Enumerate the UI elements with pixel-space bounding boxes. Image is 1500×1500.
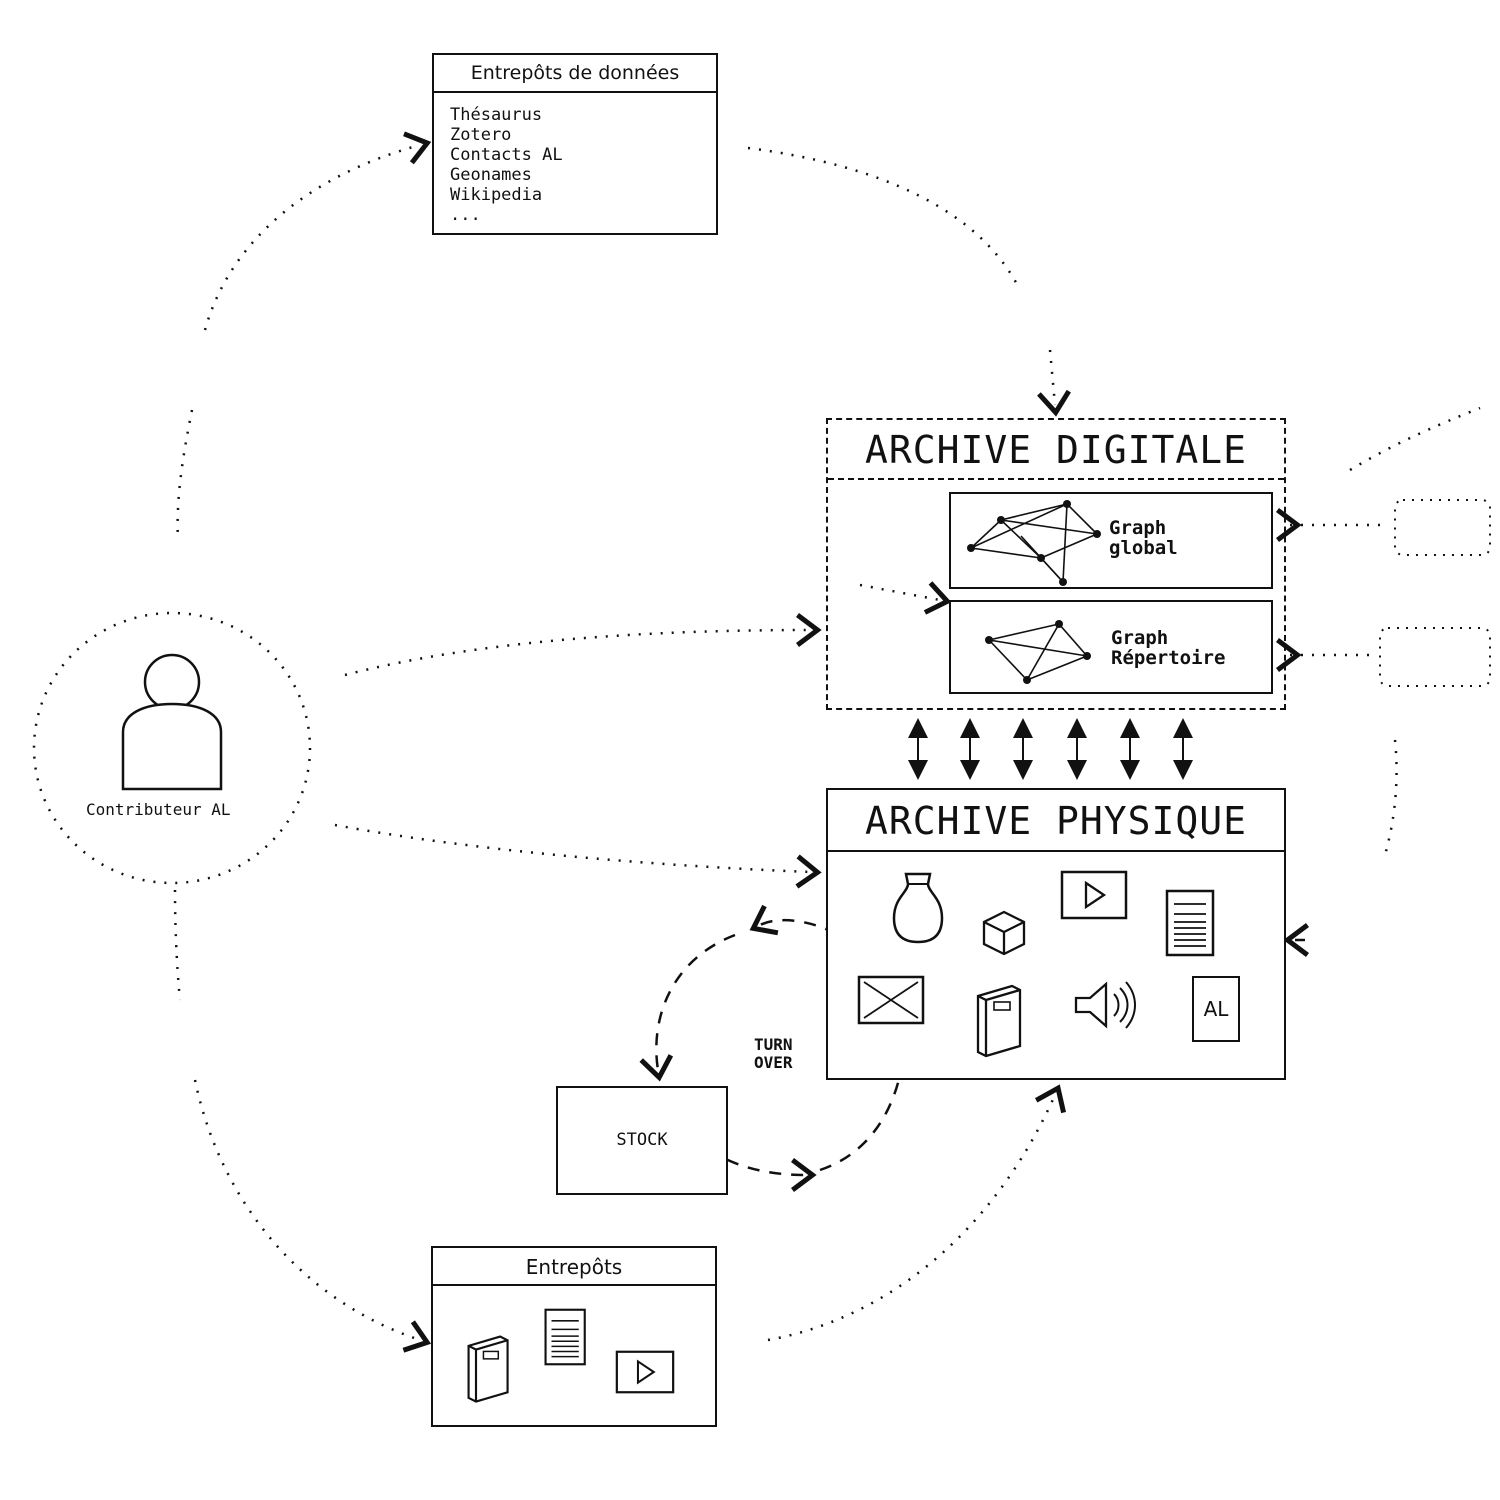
- stock-box: STOCK: [556, 1086, 728, 1195]
- archive-physique: ARCHIVE PHYSIQUE AL: [826, 788, 1286, 1080]
- graph-global-label-line2: global: [1109, 537, 1178, 559]
- document-icon: [1165, 889, 1215, 957]
- cycle-bottom-left: [193, 1079, 432, 1353]
- graph-repertoire-label: Graph Répertoire: [1111, 628, 1225, 668]
- archive-digitale: ARCHIVE DIGITALE: [826, 418, 1286, 710]
- graph-global-output-node: [1394, 499, 1491, 556]
- contributor-circle: [32, 611, 312, 885]
- graph-repertoire-label-line1: Graph: [1111, 627, 1169, 649]
- turnover-label: TURN OVER: [754, 1036, 793, 1072]
- cube-icon: [982, 910, 1026, 956]
- contributor-label: Contributeur AL: [86, 800, 231, 819]
- vase-icon: [892, 872, 944, 944]
- graph-global-label: Graph global: [1109, 518, 1178, 558]
- contributor-to-physical: [334, 823, 822, 889]
- turnover-cycle-left: [639, 933, 736, 1082]
- cycle-right-upper: [1349, 406, 1481, 472]
- image-icon: [857, 975, 925, 1025]
- video-icon: [615, 1350, 675, 1394]
- graph-repertoire-output-node: [1379, 627, 1491, 687]
- turnover-label-line1: TURN: [754, 1035, 793, 1054]
- entrepots-title: Entrepôts: [433, 1248, 715, 1286]
- data-warehouses-list: Thésaurus Zotero Contacts AL Geonames Wi…: [434, 93, 716, 225]
- digital-inner-link: [859, 581, 952, 615]
- cycle-left-bottom: [173, 889, 182, 1001]
- list-item: Zotero: [450, 125, 512, 145]
- document-icon: [544, 1308, 586, 1366]
- graph-global-label-line1: Graph: [1109, 517, 1167, 539]
- cycle-bottom-right: [767, 1084, 1067, 1342]
- person-icon: [121, 653, 223, 791]
- sync-arrows: [908, 718, 1193, 780]
- data-warehouses-title: Entrepôts de données: [434, 55, 716, 93]
- book-icon: [467, 1335, 509, 1403]
- turnover-label-line2: OVER: [754, 1053, 793, 1072]
- stock-label: STOCK: [616, 1130, 668, 1150]
- network-graph-icon: [985, 620, 1091, 684]
- list-item: Thésaurus: [450, 105, 543, 125]
- list-item: Geonames: [450, 165, 532, 185]
- cycle-right-down: [1037, 349, 1071, 417]
- archive-digitale-title: ARCHIVE DIGITALE: [828, 420, 1284, 480]
- data-warehouses-box: Entrepôts de données Thésaurus Zotero Co…: [432, 53, 718, 235]
- graph-repertoire-label-line2: Répertoire: [1111, 647, 1226, 669]
- cycle-top-right: [747, 146, 1022, 291]
- list-item: Wikipedia: [450, 185, 543, 205]
- graph-global-box: Graph global: [949, 492, 1273, 589]
- cycle-right-side: [1383, 739, 1398, 856]
- cycle-left: [176, 409, 194, 541]
- cycle-top-left: [203, 131, 432, 331]
- speaker-icon: [1074, 981, 1136, 1029]
- entrepots-box: Entrepôts: [431, 1246, 717, 1427]
- turnover-cycle-upper: [749, 904, 856, 947]
- list-item: Contacts AL: [450, 145, 563, 165]
- list-item: ...: [450, 205, 481, 225]
- graph-repertoire-box: Graph Répertoire: [949, 600, 1273, 694]
- archive-physique-title: ARCHIVE PHYSIQUE: [828, 790, 1284, 852]
- contributor-to-digital: [344, 613, 822, 677]
- al-card-icon: AL: [1192, 976, 1240, 1042]
- network-graph-icon: [967, 500, 1101, 586]
- book-icon: [976, 984, 1022, 1058]
- video-icon: [1060, 870, 1128, 920]
